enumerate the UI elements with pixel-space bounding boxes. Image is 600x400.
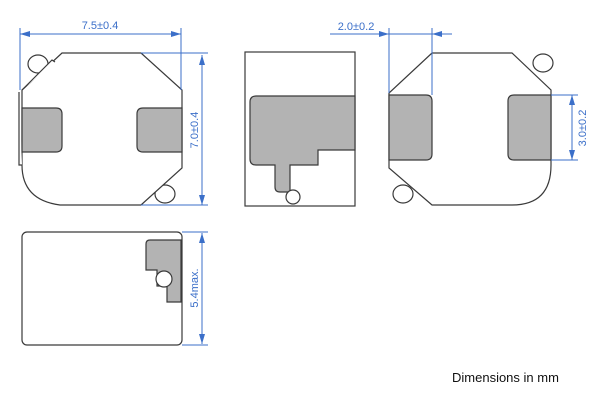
pad-left bbox=[21, 107, 63, 153]
width-dimension: 7.5±0.4 bbox=[19, 20, 182, 90]
width-label: 7.5±0.4 bbox=[82, 20, 119, 32]
pad-left bbox=[388, 94, 433, 161]
terminal-lead bbox=[392, 184, 414, 204]
height-label: 7.0±0.4 bbox=[189, 112, 201, 149]
terminal-pad bbox=[249, 95, 356, 193]
pad-right bbox=[507, 94, 552, 161]
component-body bbox=[21, 231, 183, 346]
terminal-lead bbox=[532, 53, 554, 73]
pad-height-label: 3.0±0.2 bbox=[577, 110, 589, 147]
top-view: 7.5±0.4 7.0±0.4 bbox=[18, 20, 208, 206]
terminal-lead bbox=[154, 184, 176, 204]
pad-height-dimension: 3.0±0.2 bbox=[551, 94, 589, 161]
pad-width-label: 2.0±0.2 bbox=[338, 21, 375, 33]
side-view bbox=[244, 51, 356, 207]
front-view: 5.4max. bbox=[21, 231, 208, 346]
component-body bbox=[21, 52, 183, 206]
terminal-edge bbox=[18, 59, 56, 166]
component-body bbox=[388, 52, 552, 206]
bottom-view: 2.0±0.2 3.0±0.2 bbox=[330, 21, 589, 206]
units-note: Dimensions in mm bbox=[452, 370, 559, 385]
thickness-dimension: 5.4max. bbox=[182, 231, 208, 346]
pad-width-dimension: 2.0±0.2 bbox=[330, 21, 452, 95]
pad-right bbox=[136, 107, 183, 153]
terminal-lead bbox=[155, 270, 173, 288]
terminal-lead bbox=[285, 189, 301, 205]
thickness-label: 5.4max. bbox=[189, 268, 201, 307]
height-dimension: 7.0±0.4 bbox=[141, 52, 208, 206]
